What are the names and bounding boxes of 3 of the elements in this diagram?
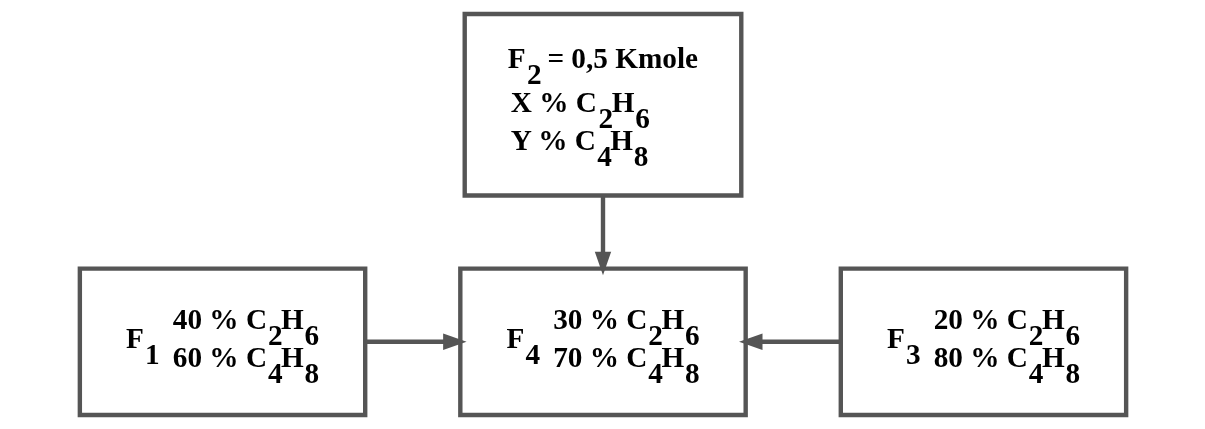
arrow bbox=[364, 333, 467, 351]
arrow bbox=[594, 196, 611, 276]
arrow bbox=[738, 333, 840, 351]
